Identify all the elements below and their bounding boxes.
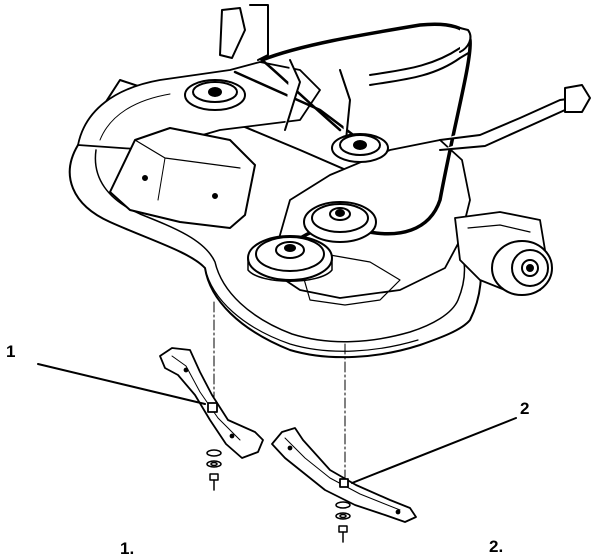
pulley-back-left (184, 79, 246, 111)
pulley-center (303, 201, 377, 243)
leader-line-1 (37, 363, 206, 405)
blade-left-hardware (206, 449, 222, 491)
leader-lines (37, 363, 517, 484)
callout-label-2: 2 (520, 399, 530, 418)
leader-line-2 (351, 417, 517, 484)
caption-label-2: 2. (489, 537, 504, 556)
mounting-arms (219, 4, 591, 151)
callout-label-1: 1 (6, 342, 16, 361)
pulley-back-right (331, 133, 389, 163)
discharge-chute (109, 127, 256, 229)
caption-label-1: 1. (120, 539, 135, 558)
blade-right-hardware (335, 501, 351, 543)
spindle-center-lines (213, 301, 346, 479)
mower-blade-right (271, 427, 417, 523)
gauge-wheel (491, 240, 553, 296)
mower-blade-left (159, 347, 264, 459)
pulley-front (247, 235, 333, 282)
